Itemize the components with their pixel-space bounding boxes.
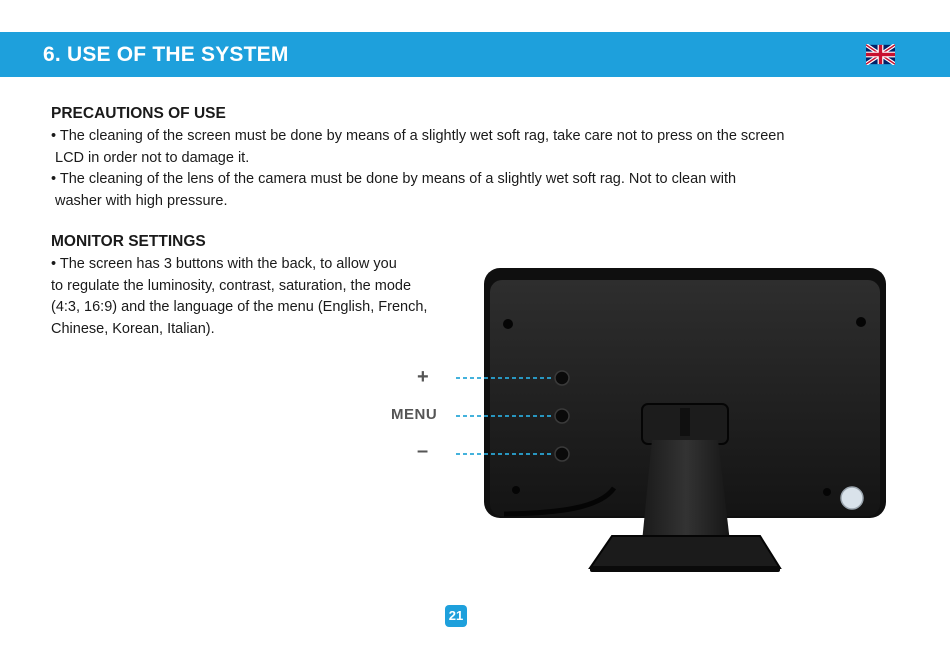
screw — [823, 488, 831, 496]
precautions-bullet1-line2: LCD in order not to damage it. — [55, 149, 250, 166]
label-plus: + — [417, 366, 429, 388]
section-banner: 6. USE OF THE SYSTEM — [0, 32, 950, 77]
page-number: 21 — [445, 605, 467, 627]
monitor-settings-line4: Chinese, Korean, Italian). — [51, 320, 215, 337]
uk-flag-icon — [866, 44, 895, 65]
monitor-settings-line3: (4:3, 16:9) and the language of the menu… — [51, 299, 428, 315]
precautions-bullet1-line1: • The cleaning of the screen must be don… — [51, 128, 785, 144]
label-menu: MENU — [391, 406, 438, 423]
stand-neck — [642, 440, 730, 542]
label-sticker — [840, 486, 864, 510]
menu-button-hardware — [554, 408, 570, 424]
minus-button-hardware — [554, 446, 570, 462]
stand-base-foot — [590, 566, 780, 572]
screw — [512, 486, 520, 494]
precautions-text: • The cleaning of the screen must be don… — [51, 126, 784, 212]
label-minus: – — [417, 440, 429, 462]
monitor-back-panel — [490, 280, 880, 516]
plus-button-hardware — [554, 370, 570, 386]
precautions-bullet2-line2: washer with high pressure. — [55, 192, 228, 209]
stand-hinge-notch — [680, 408, 690, 436]
monitor-back-illustration — [456, 268, 886, 572]
stand-base — [588, 535, 782, 569]
monitor-settings-line1: • The screen has 3 buttons with the back… — [51, 256, 397, 272]
monitor-settings-line2: to regulate the luminosity, contrast, sa… — [51, 277, 412, 294]
precautions-heading: PRECAUTIONS OF USE — [51, 105, 226, 122]
cable — [503, 486, 617, 517]
section-title: 6. USE OF THE SYSTEM — [43, 43, 289, 66]
screw — [503, 319, 513, 329]
monitor-settings-text: • The screen has 3 buttons with the back… — [51, 254, 427, 340]
precautions-bullet2-line1: • The cleaning of the lens of the camera… — [51, 171, 737, 187]
monitor-settings-heading: MONITOR SETTINGS — [51, 233, 206, 250]
screw — [856, 317, 866, 327]
